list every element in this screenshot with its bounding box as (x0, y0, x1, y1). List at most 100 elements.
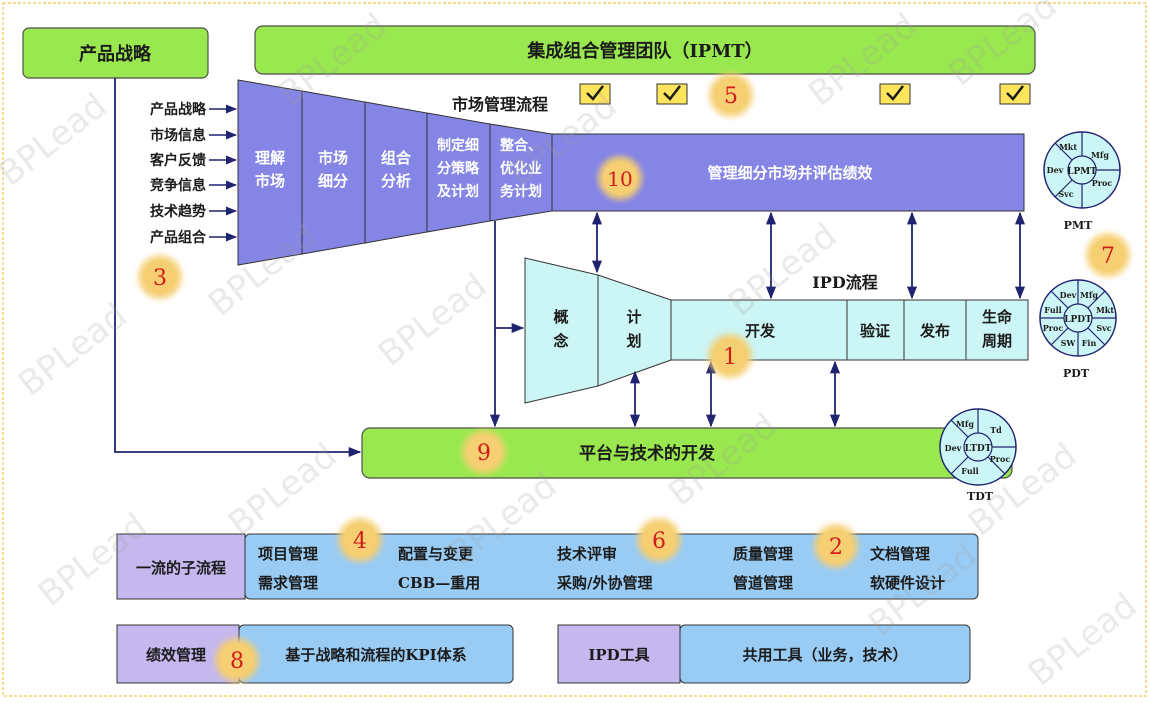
input-item: 竞争信息 (150, 177, 206, 194)
platform-label: 平台与技术的开发 (579, 443, 716, 464)
tdt-label: TDT (967, 490, 994, 503)
svg-text:8: 8 (230, 649, 244, 674)
funnel-stage-label: 市场 (255, 172, 285, 190)
input-item: 产品组合 (150, 229, 207, 246)
funnel-stage-label: 细分 (318, 172, 348, 190)
callout-badge: 5 (709, 73, 753, 117)
funnel-stage-label: 制定细 (437, 137, 479, 154)
tools-label: IPD工具 (588, 646, 649, 664)
subprocess-item: 管道管理 (733, 574, 793, 592)
subprocess-items-box (244, 533, 979, 600)
ipd-phase-label: 生命 (982, 308, 1013, 326)
callout-badge: 10 (598, 156, 642, 200)
ipd-phase-label: 概 (553, 308, 568, 326)
subprocess-item: 文档管理 (870, 545, 930, 563)
team-segment: Proc (1043, 323, 1064, 333)
svg-text:1: 1 (723, 345, 737, 370)
team-segment: Mkt (1059, 142, 1077, 152)
product-strategy-label: 产品战略 (79, 43, 152, 65)
svg-text:7: 7 (1101, 244, 1115, 269)
perf-desc: 基于战略和流程的KPI体系 (284, 646, 466, 664)
tdt-team-wheel: LTDT Mfg Td Proc Full Dev TDT (939, 408, 1017, 503)
checkbox-icon (656, 83, 688, 105)
tools-desc-box (679, 624, 971, 684)
funnel-stage-label: 分析 (381, 172, 411, 190)
numbered-callouts: 1 2 3 4 5 6 7 (138, 73, 1130, 682)
ipmt-label: 集成组合管理团队（IPMT） (526, 40, 762, 62)
team-segment: SW (1061, 338, 1077, 348)
team-segment: Mkt (1096, 305, 1114, 315)
callout-badge: 1 (708, 334, 752, 378)
subprocess-item: 项目管理 (258, 545, 318, 563)
tools-desc: 共用工具（业务，技术） (742, 646, 907, 664)
checkbox-icon (879, 83, 911, 105)
subprocess-item: 技术评审 (557, 545, 617, 563)
team-segment: Svc (1058, 189, 1073, 199)
ipd-phase-label: 周期 (982, 332, 1012, 350)
subprocess-item: 软硬件设计 (870, 574, 945, 592)
ipd-phase-lifecycle (965, 299, 1029, 361)
funnel-stage-label: 优化业 (500, 160, 542, 177)
ipd-phase-label: 发布 (919, 322, 950, 340)
input-item: 客户反馈 (149, 152, 206, 169)
svg-text:4: 4 (353, 529, 367, 554)
funnel-stage-label: 务计划 (500, 183, 542, 200)
ipd-phase-verify (846, 299, 905, 361)
team-segment: Fin (1082, 338, 1097, 348)
svg-text:5: 5 (724, 84, 738, 109)
ipd-phase-label: 开发 (745, 322, 776, 340)
market-funnel: 理解 市场 市场 细分 组合 分析 制定细 分策略 及计划 整合、 优化业 务计… (237, 79, 553, 266)
callout-badge: 9 (462, 430, 506, 474)
input-item: 技术趋势 (150, 203, 206, 220)
callout-badge: 3 (138, 255, 182, 299)
team-segment: Proc (1092, 178, 1113, 188)
input-list: 产品战略 市场信息 客户反馈 竞争信息 技术趋势 产品组合 (149, 101, 238, 246)
pdt-team-wheel: LPDT Dev Mfg Mkt Svc Fin SW Proc Full PD… (1039, 279, 1117, 380)
perf-label: 绩效管理 (146, 646, 206, 664)
funnel-stage-label: 及计划 (437, 183, 479, 200)
funnel-stage-label: 整合、 (499, 137, 542, 154)
ipd-phase-release (903, 299, 967, 361)
team-segment: Dev (1060, 290, 1077, 300)
manage-segment-label: 管理细分市场并评估绩效 (707, 164, 873, 182)
pmt-team-wheel: LPMT Mkt Mfg Proc Svc Dev PMT (1043, 131, 1121, 232)
ipd-phase-label: 计 (626, 308, 641, 326)
pmt-label: PMT (1064, 219, 1093, 232)
subprocess-label-box (116, 533, 246, 600)
input-item: 产品战略 (150, 101, 207, 118)
checkbox-icon (579, 83, 611, 105)
team-segment: Svc (1096, 323, 1111, 333)
ipd-phase-plan (597, 274, 672, 387)
subprocess-item: CBB—重用 (398, 574, 480, 592)
team-segment: Mfg (956, 419, 974, 429)
subprocess-label: 一流的子流程 (136, 559, 226, 577)
ipd-phase-label: 划 (626, 332, 641, 350)
subprocess-item: 质量管理 (733, 545, 793, 563)
team-segment: Mfg (1080, 290, 1098, 300)
market-process-label: 市场管理流程 (452, 95, 548, 114)
svg-text:3: 3 (153, 266, 167, 291)
callout-badge: 8 (215, 638, 259, 682)
ipd-phase-label: 念 (552, 332, 568, 350)
subprocess-item: 需求管理 (258, 574, 318, 592)
ipd-funnel: 概 念 计 划 开发 验证 发布 生命 周期 (524, 257, 1029, 404)
ipd-phase-develop (670, 299, 848, 361)
team-segment: Proc (990, 454, 1011, 464)
decision-checkboxes (579, 83, 1031, 105)
svg-text:6: 6 (652, 529, 666, 554)
svg-text:9: 9 (477, 441, 491, 466)
callout-badge: 2 (814, 524, 858, 568)
callout-badge: 4 (338, 518, 382, 562)
tdt-center: LTDT (965, 444, 992, 454)
tools-label-box (557, 624, 681, 684)
svg-text:2: 2 (829, 535, 843, 560)
subprocess-grid: 项目管理 配置与变更 技术评审 质量管理 文档管理 需求管理 CBB—重用 采购… (258, 545, 945, 592)
ipd-phase-label: 验证 (860, 322, 890, 340)
funnel-stage-label: 市场 (318, 149, 348, 167)
team-segment: Full (961, 466, 978, 476)
ipmt-box (254, 25, 1036, 75)
funnel-stage-label: 理解 (255, 149, 285, 167)
input-item: 市场信息 (150, 127, 206, 144)
